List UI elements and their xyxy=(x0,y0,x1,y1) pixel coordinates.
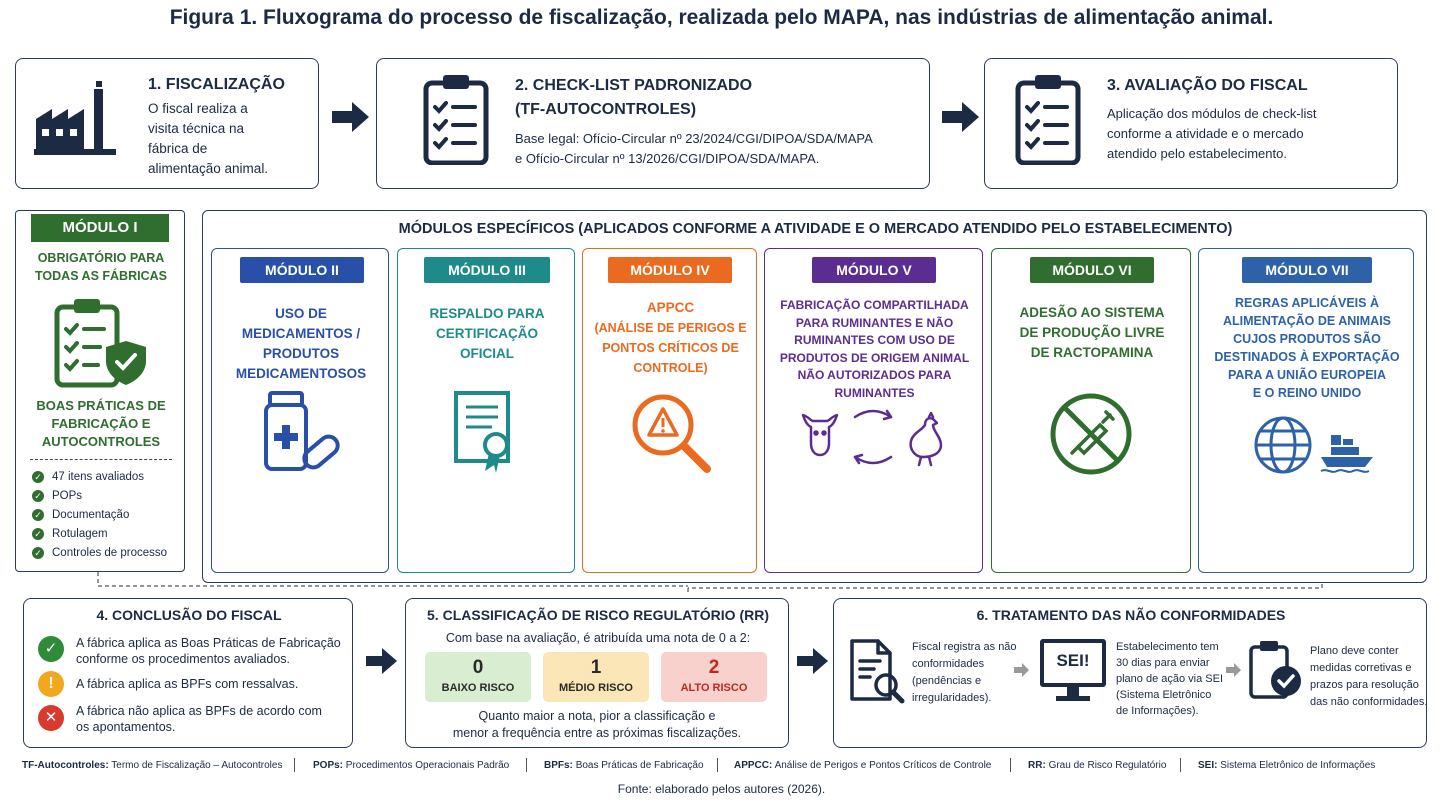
step-1-title: 1. FISCALIZAÇÃO xyxy=(148,76,285,93)
risk-card-high: 2 ALTO RISCO xyxy=(661,652,767,702)
step-6-tratamento: 6. TRATAMENTO DAS NÃO CONFORMIDADES Fisc… xyxy=(833,598,1427,748)
check-circle-icon: ✓ xyxy=(32,489,44,502)
error-circle-icon: ✕ xyxy=(38,705,64,731)
modulo-1-list: ✓47 itens avaliados ✓POPs ✓Documentação … xyxy=(32,467,167,562)
modulo-5-label: MÓDULO V xyxy=(812,257,936,283)
modulo-2-label: MÓDULO II xyxy=(240,257,364,283)
step-5-note: Quanto maior a nota, pior a classificaçã… xyxy=(452,709,742,740)
step-2-checklist: 2. CHECK-LIST PADRONIZADO (TF-AUTOCONTRO… xyxy=(376,58,930,189)
modulo-6-label: MÓDULO VI xyxy=(1030,257,1154,283)
modulo-1-label: MÓDULO I xyxy=(31,214,169,242)
step-6-title: 6. TRATAMENTO DAS NÃO CONFORMIDADES xyxy=(976,607,1286,623)
step-2-title-line1: 2. CHECK-LIST PADRONIZADO xyxy=(515,77,753,94)
list-item: ✓Controles de processo xyxy=(32,543,167,562)
document-search-icon xyxy=(850,639,905,704)
arrow-right-icon xyxy=(1226,663,1241,677)
modulos-especificos-title: MÓDULOS ESPECÍFICOS (APLICADOS CONFORME … xyxy=(398,221,1233,237)
ruminant-poultry-cycle-icon xyxy=(801,409,943,467)
divider xyxy=(294,758,295,772)
factory-icon xyxy=(34,81,116,155)
step-5-title: 5. CLASSIFICAÇÃO DE RISCO REGULATÓRIO (R… xyxy=(427,607,769,623)
step-4-title: 4. CONCLUSÃO DO FISCAL xyxy=(96,607,282,623)
legend-item: TF-Autocontroles: Termo de Fiscalização … xyxy=(22,760,283,771)
source-caption: Fonte: elaborado pelos autores (2026). xyxy=(617,782,826,796)
legend-item: APPCC: Análise de Perigos e Pontos Críti… xyxy=(734,760,992,771)
magnifier-warning-icon xyxy=(632,394,711,473)
step-3-avaliacao: 3. AVALIAÇÃO DO FISCAL Aplicação dos mód… xyxy=(984,58,1398,189)
check-circle-icon: ✓ xyxy=(32,470,44,483)
globe-icon xyxy=(1254,416,1312,474)
legend-item: RR: Grau de Risco Regulatório xyxy=(1028,760,1167,771)
modulo-7-label: MÓDULO VII xyxy=(1242,257,1372,283)
arrow-right-icon xyxy=(1014,663,1029,677)
clipboard-check-icon xyxy=(1249,641,1301,699)
step-4-conclusao: 4. CONCLUSÃO DO FISCAL ✓ A fábrica aplic… xyxy=(23,598,353,748)
cargo-ship-icon xyxy=(1320,435,1373,473)
legend-item: BPFs: Boas Práticas de Fabricação xyxy=(544,760,704,771)
arrow-right-icon xyxy=(797,648,828,674)
legend-item: SEI: Sistema Eletrônico de Informações xyxy=(1198,760,1376,771)
warning-circle-icon: ! xyxy=(38,671,64,697)
check-circle-icon: ✓ xyxy=(32,508,44,521)
step-2-title-line2: (TF-AUTOCONTROLES) xyxy=(515,101,697,118)
step-2-text: Base legal: Ofício-Circular nº 23/2024/C… xyxy=(515,131,873,166)
sei-label: SEI! xyxy=(1056,651,1090,670)
arrow-right-icon xyxy=(332,102,369,132)
clipboard-checklist-icon xyxy=(423,75,489,165)
clipboard-checklist-icon xyxy=(1015,75,1081,165)
certificate-icon xyxy=(454,391,510,473)
list-item: ✓47 itens avaliados xyxy=(32,467,167,486)
arrow-right-icon xyxy=(366,648,397,674)
step-5-intro: Com base na avaliação, é atribuída uma n… xyxy=(445,631,751,645)
check-circle-icon: ✓ xyxy=(32,546,44,559)
list-item: ✓Rotulagem xyxy=(32,524,167,543)
legend-item: POPs: Procedimentos Operacionais Padrão xyxy=(313,760,510,771)
figure-title: Figura 1. Fluxograma do processo de fisc… xyxy=(169,6,1274,29)
list-item: ✓POPs xyxy=(32,486,167,505)
list-item: ✓Documentação xyxy=(32,505,167,524)
risk-card-low: 0 BAIXO RISCO xyxy=(425,652,531,702)
sei-monitor-icon: SEI! xyxy=(1040,639,1106,703)
divider xyxy=(1180,758,1181,772)
modulo-4-label: MÓDULO IV xyxy=(608,257,732,283)
divider xyxy=(1010,758,1011,772)
check-circle-icon: ✓ xyxy=(38,636,64,662)
clipboard-shield-icon xyxy=(54,299,146,388)
check-circle-icon: ✓ xyxy=(32,527,44,540)
dashed-connector xyxy=(97,572,1323,594)
risk-card-medium: 1 MÉDIO RISCO xyxy=(543,652,649,702)
arrow-right-icon xyxy=(942,102,979,132)
modulo-3-label: MÓDULO III xyxy=(424,257,550,283)
divider xyxy=(526,758,527,772)
divider xyxy=(30,459,172,460)
step-3-title: 3. AVALIAÇÃO DO FISCAL xyxy=(1107,77,1308,94)
divider xyxy=(717,758,718,772)
medicine-bottle-icon xyxy=(264,391,340,471)
no-syringe-icon xyxy=(1050,393,1132,475)
